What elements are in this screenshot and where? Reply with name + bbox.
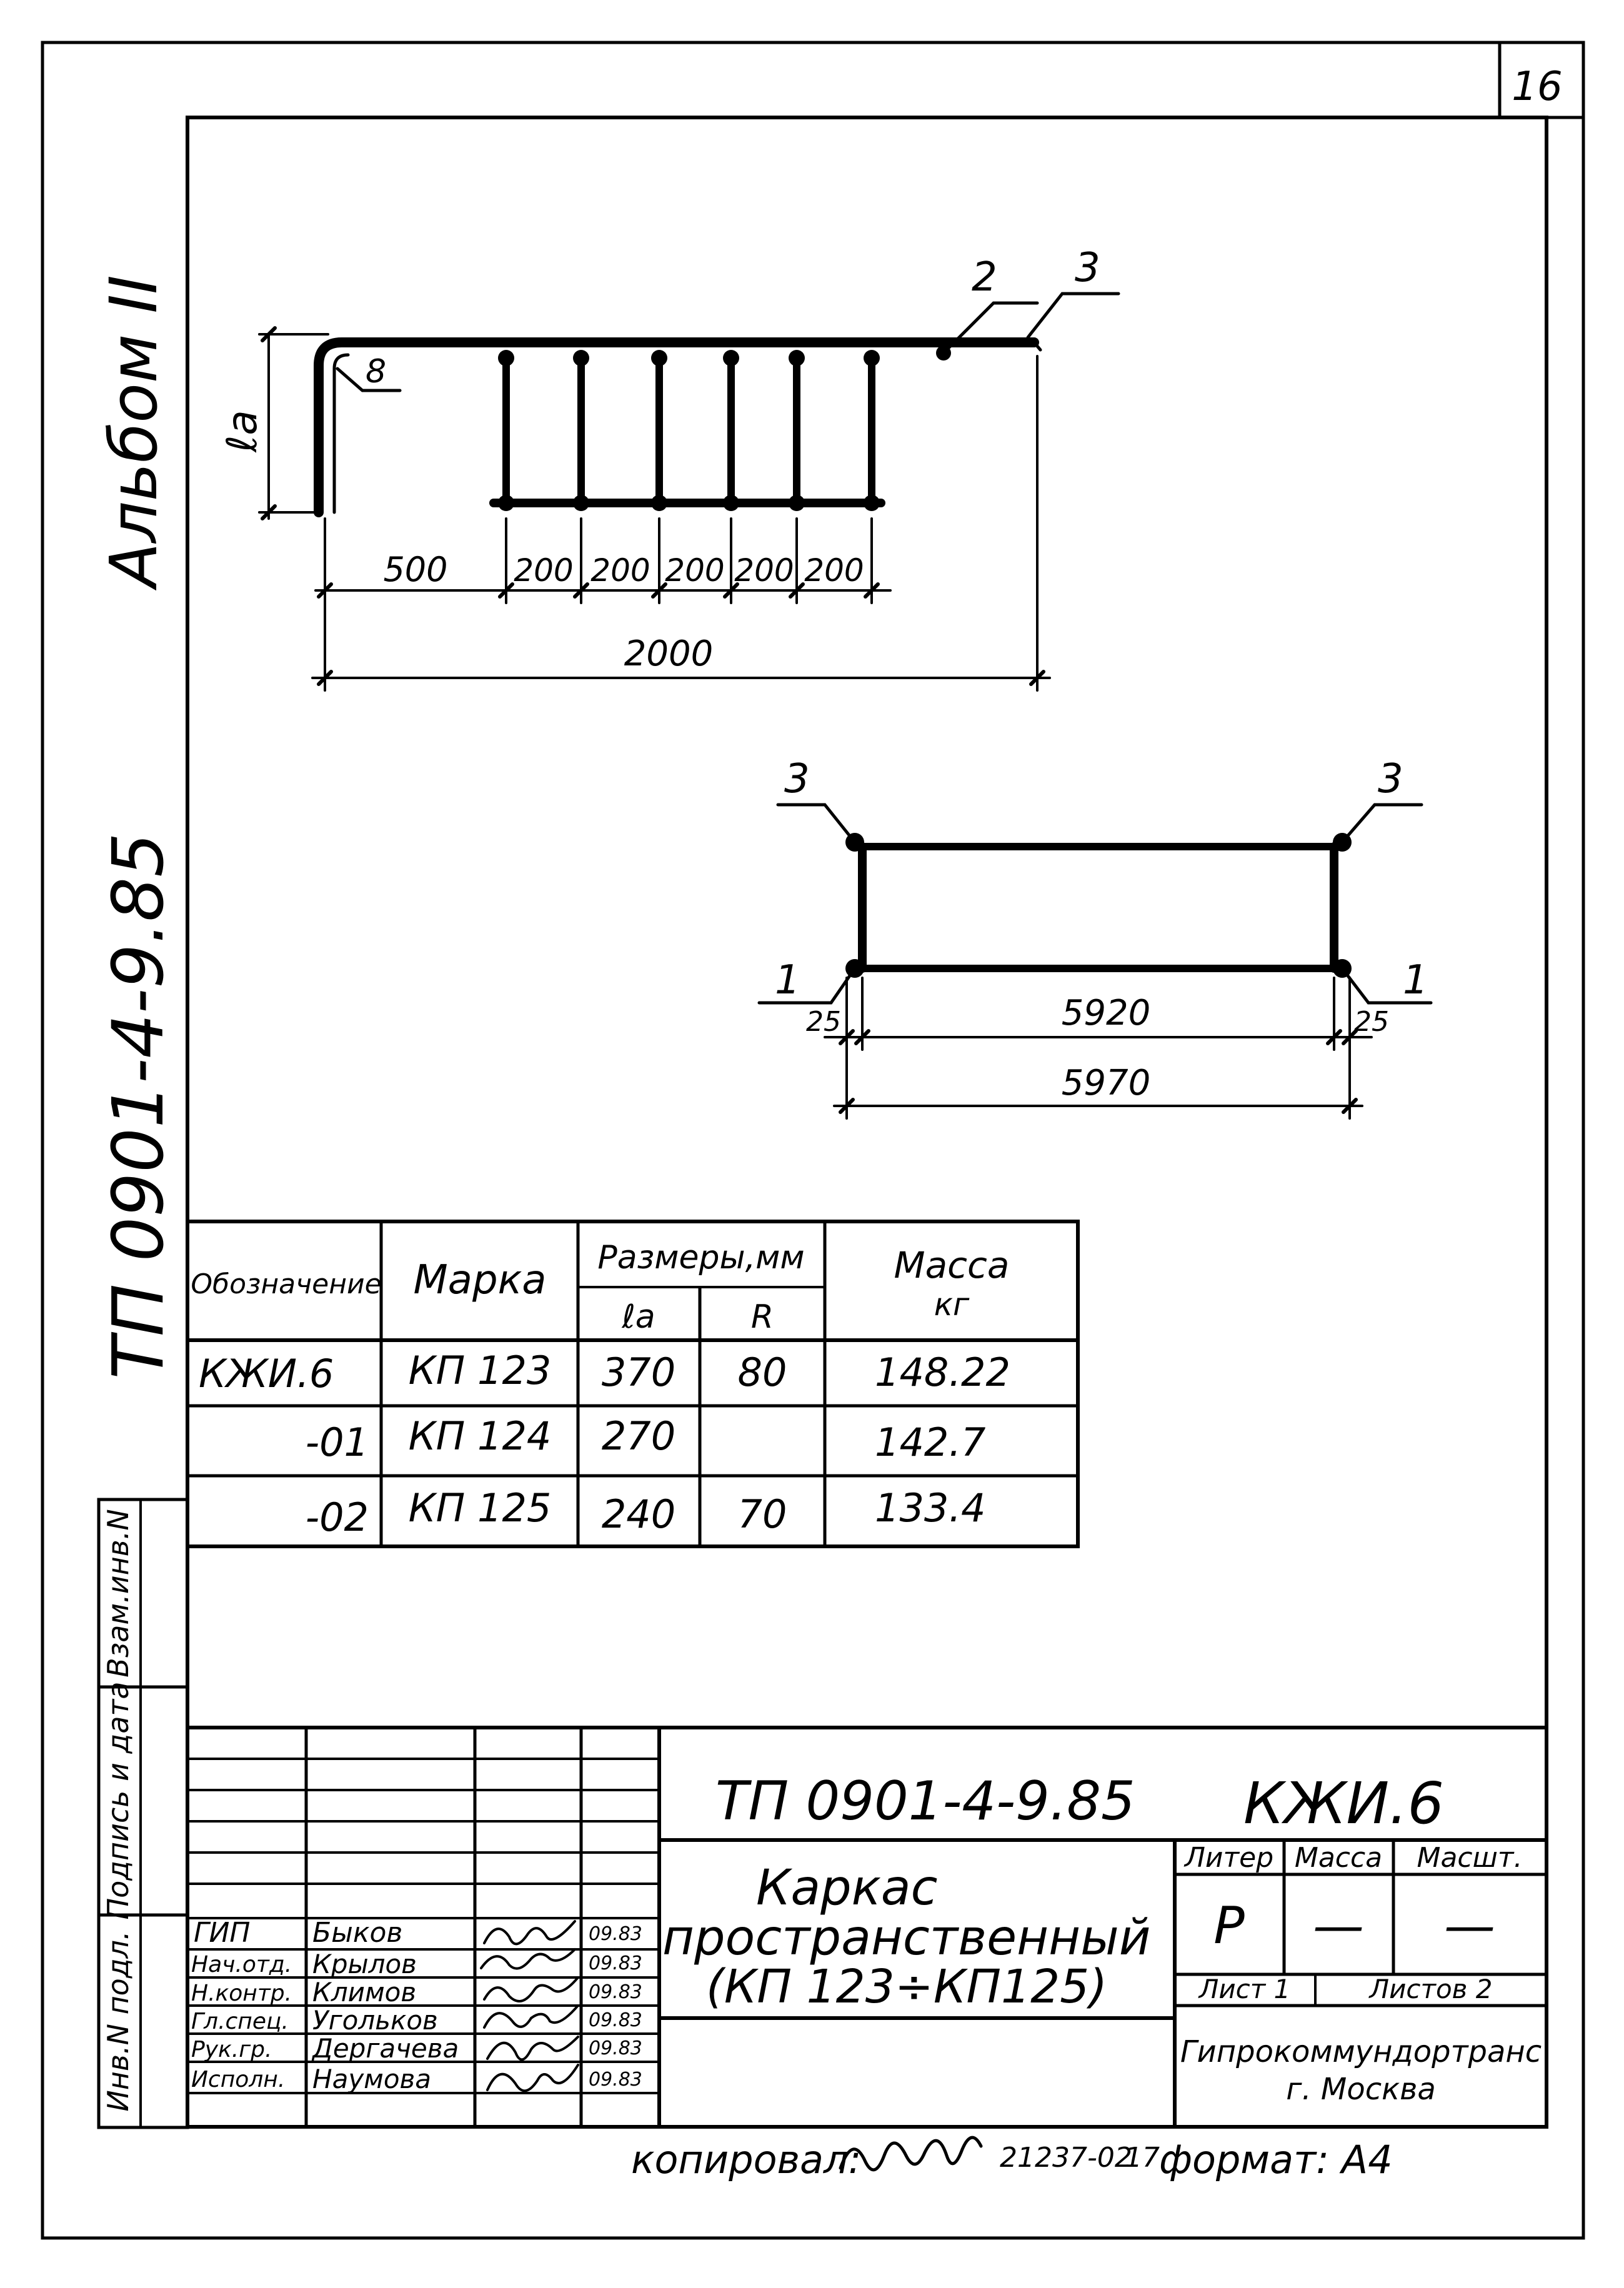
org-name: Гипрокоммундортранс bbox=[1180, 2034, 1542, 2069]
copied-label: копировал: bbox=[631, 2137, 862, 2182]
spec-row-mark: КП 123 bbox=[409, 1348, 552, 1393]
signer-date: 09.83 bbox=[589, 2069, 642, 2091]
liter-header: Литер bbox=[1183, 1842, 1273, 1874]
sheet-label: Лист 1 bbox=[1198, 1974, 1291, 2004]
dim-500: 500 bbox=[383, 550, 447, 589]
signer-name: Дергачева bbox=[311, 2033, 459, 2064]
dim-25-right: 25 bbox=[1354, 1006, 1389, 1038]
signer-dates: 09.83 09.83 09.83 09.83 09.83 09.83 bbox=[589, 1923, 642, 2091]
strip-label: Подпись и дата bbox=[101, 1681, 135, 1919]
callout-1-left: 1 bbox=[775, 957, 800, 1003]
dim-200-1: 200 bbox=[514, 552, 573, 589]
dim-200-2: 200 bbox=[590, 552, 650, 589]
callout-3: 3 bbox=[1075, 245, 1100, 291]
dim-2000: 2000 bbox=[624, 634, 714, 674]
spec-row-designation: -01 bbox=[306, 1420, 369, 1465]
spec-header-sizes: Размеры,мм bbox=[597, 1239, 804, 1276]
dim-5920: 5920 bbox=[1062, 993, 1151, 1033]
title-code: ТП 0901-4-9.85 bbox=[715, 1770, 1135, 1833]
height-label: ℓa bbox=[218, 410, 266, 453]
signer-name: Климов bbox=[312, 1977, 416, 2007]
frame-elevation-drawing bbox=[258, 292, 1120, 692]
sheets-label: Листов 2 bbox=[1368, 1974, 1493, 2004]
signer-date: 09.83 bbox=[589, 1981, 642, 2003]
spec-header-mark: Марка bbox=[414, 1257, 547, 1303]
callout-2: 2 bbox=[972, 254, 997, 301]
spec-row-mark: КП 125 bbox=[409, 1485, 552, 1531]
mass-value: — bbox=[1313, 1896, 1364, 1956]
mass-header: Масса bbox=[1295, 1842, 1382, 1874]
strip-label: Инв.N подл. bbox=[101, 1931, 135, 2111]
copier-signature-scribble bbox=[839, 2136, 983, 2172]
scale-value: — bbox=[1444, 1896, 1495, 1956]
strip-label: Взам.инв.N bbox=[101, 1509, 135, 1678]
dim-200-3: 200 bbox=[665, 552, 724, 589]
spec-table bbox=[186, 1220, 1080, 1548]
signature-scribbles bbox=[480, 1920, 579, 2092]
title-line-2: пространственный bbox=[662, 1910, 1150, 1966]
spec-row-la: 370 bbox=[602, 1350, 675, 1395]
callout-1-right: 1 bbox=[1403, 957, 1428, 1003]
dim-200-4: 200 bbox=[734, 552, 794, 589]
title-block-grid bbox=[187, 1726, 1547, 2127]
callout-3-right: 3 bbox=[1378, 756, 1403, 802]
signer-date: 09.83 bbox=[589, 2009, 642, 2031]
signer-date: 09.83 bbox=[589, 1952, 642, 1974]
signer-role: Гл.спец. bbox=[191, 2009, 289, 2034]
title-line-3: (КП 123÷КП125) bbox=[706, 1960, 1107, 2014]
title-line-1: Каркас bbox=[756, 1860, 937, 1916]
sheet-frame bbox=[41, 41, 1585, 2240]
copied-number: 21237-02 bbox=[1000, 2142, 1132, 2174]
spec-row-r: 70 bbox=[738, 1491, 787, 1537]
sheet-number: 16 bbox=[1512, 64, 1562, 110]
spec-row-mass: 148.22 bbox=[875, 1350, 1010, 1395]
spec-header-r: R bbox=[751, 1298, 774, 1336]
frame-section-drawing bbox=[757, 803, 1433, 1120]
dim-200-5: 200 bbox=[804, 552, 864, 589]
side-project-code: ТП 0901-4-9.85 bbox=[98, 833, 179, 1380]
album-label: Альбом II bbox=[96, 275, 172, 591]
signer-name: Быков bbox=[312, 1917, 402, 1949]
signer-role: Исполн. bbox=[191, 2067, 285, 2092]
spec-header-la: ℓa bbox=[621, 1298, 655, 1336]
spec-row-designation: КЖИ.6 bbox=[199, 1351, 334, 1396]
signer-name: Крылов bbox=[312, 1949, 417, 1979]
spec-row-mass: 133.4 bbox=[875, 1485, 986, 1531]
signer-roles: ГИП Нач.отд. Н.контр. Гл.спец. Рук.гр. И… bbox=[191, 1917, 292, 2092]
spec-header-mass-unit: кг bbox=[934, 1286, 970, 1323]
spec-row-r: 80 bbox=[738, 1350, 787, 1395]
left-stamp-strip bbox=[97, 1498, 189, 2129]
signer-role: Нач.отд. bbox=[191, 1952, 292, 1977]
signer-role: Рук.гр. bbox=[191, 2037, 272, 2062]
format-label: формат: А4 bbox=[1159, 2137, 1393, 2182]
scale-header: Масшт. bbox=[1417, 1842, 1523, 1874]
org-city: г. Москва bbox=[1286, 2072, 1436, 2107]
spec-row-la: 270 bbox=[602, 1413, 675, 1459]
signer-names: Быков Крылов Климов Угольков Дергачева Н… bbox=[311, 1917, 459, 2094]
signer-date: 09.83 bbox=[589, 1923, 642, 1945]
copied-index: 17 bbox=[1125, 2142, 1160, 2174]
spec-header-mass: Масса bbox=[894, 1244, 1010, 1286]
title-doc: КЖИ.6 bbox=[1243, 1770, 1444, 1837]
spec-row-mass: 142.7 bbox=[875, 1420, 986, 1465]
signer-name: Угольков bbox=[312, 2005, 438, 2036]
spec-row-la: 240 bbox=[602, 1491, 675, 1537]
signer-name: Наумова bbox=[312, 2064, 431, 2094]
signer-role: Н.контр. bbox=[191, 1981, 292, 2006]
signer-role: ГИП bbox=[194, 1917, 251, 1949]
dim-5970: 5970 bbox=[1062, 1063, 1151, 1103]
spec-row-designation: -02 bbox=[306, 1495, 369, 1540]
signer-date: 09.83 bbox=[589, 2037, 642, 2059]
radius-label: 8 bbox=[366, 353, 386, 390]
callout-3-left: 3 bbox=[784, 756, 810, 802]
spec-header-designation: Обозначение bbox=[191, 1268, 381, 1300]
dim-25-left: 25 bbox=[806, 1006, 841, 1038]
liter-value: Р bbox=[1213, 1896, 1245, 1956]
spec-row-mark: КП 124 bbox=[409, 1413, 552, 1459]
